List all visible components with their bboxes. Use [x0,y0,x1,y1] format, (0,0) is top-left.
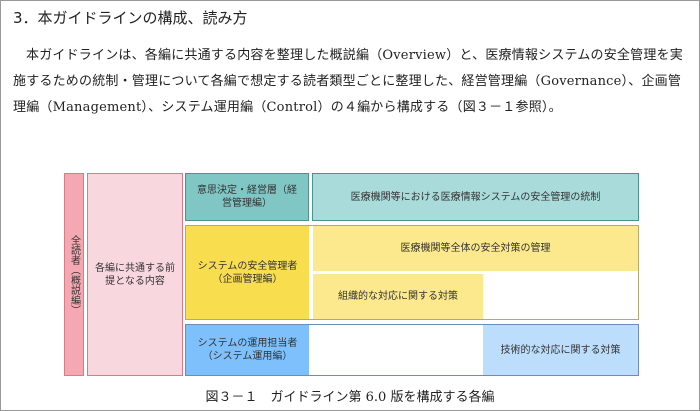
governance-content-box: 医療機関等における医療情報システムの安全管理の統制 [312,173,639,221]
management-reader-box: システムの安全管理者（企画管理編） [186,226,309,319]
technical-measures-box: 技術的な対応に関する対策 [483,325,638,375]
body-paragraph: 本ガイドラインは、各編に共通する内容を整理した概説編（Overview）と、医療… [13,48,683,115]
section-heading: 3．本ガイドラインの構成、読み方 [13,9,248,27]
all-readers-box: 全読者（概説編） [64,173,84,376]
management-row [185,225,639,320]
management-content-box: 医療機関等全体の安全対策の管理 [313,226,638,271]
organizational-measures-box: 組織的な対応に関する対策 [313,274,483,319]
common-content-box: 各編に共通する前提となる内容 [87,173,183,376]
control-reader-box: システムの運用担当者（システム運用編） [186,325,309,375]
governance-reader-box: 意思決定・経営層（経営管理編） [185,173,309,221]
control-row [185,324,639,376]
figure-caption: 図３－１ ガイドライン第 6.0 版を構成する各編 [205,390,495,405]
